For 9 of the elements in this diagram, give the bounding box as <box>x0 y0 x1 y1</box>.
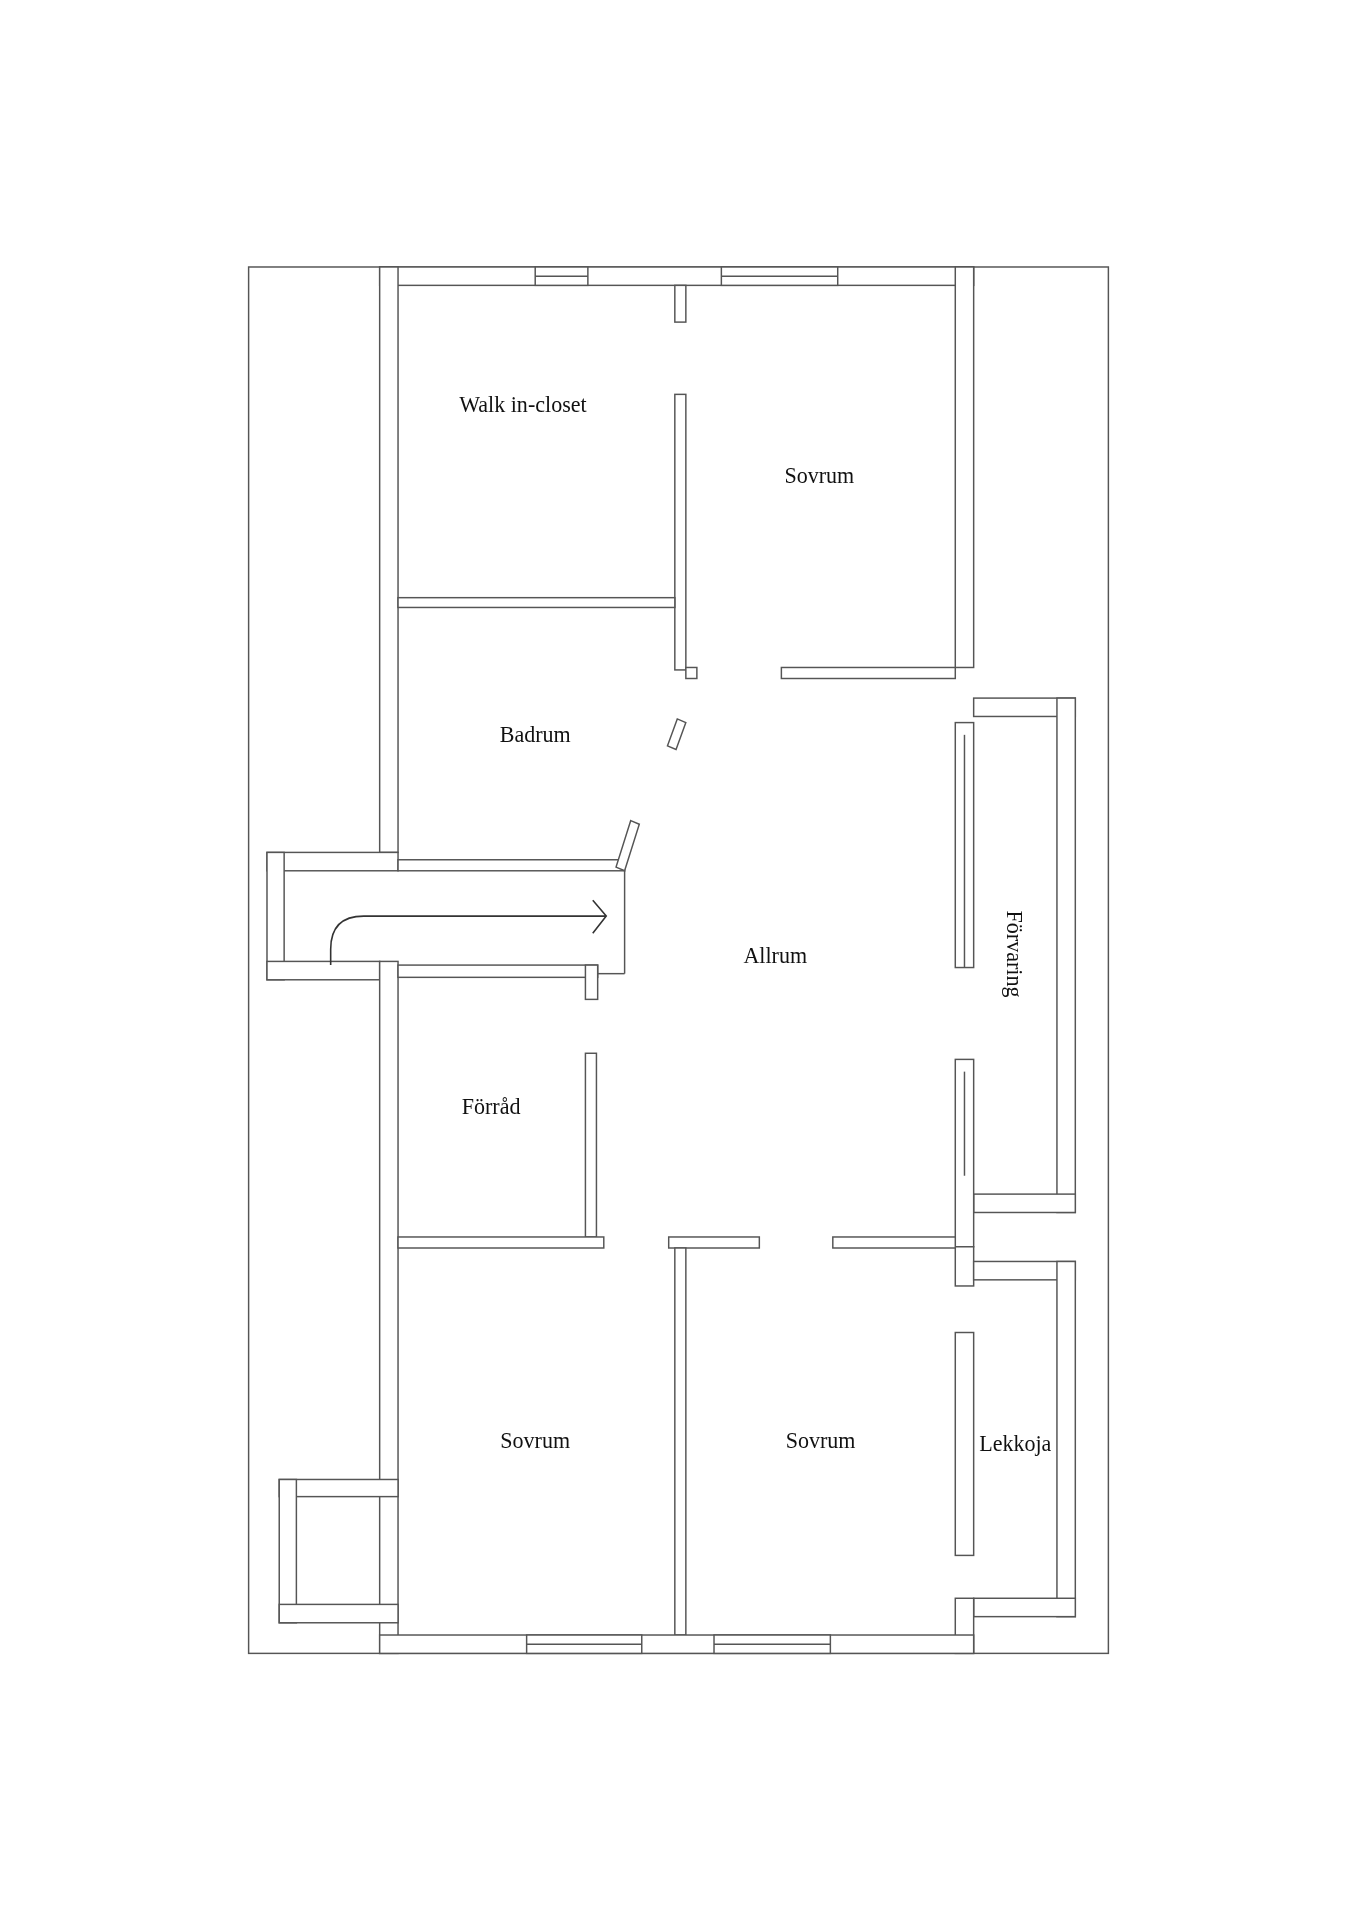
room-label: Sovrum <box>785 1428 856 1455</box>
room-label: Lekkoja <box>979 1431 1052 1457</box>
room-label: Walk in-closet <box>459 392 587 419</box>
room-label: Allrum <box>743 943 808 970</box>
room-label: Sovrum <box>784 463 855 490</box>
room-label: Badrum <box>499 722 571 748</box>
room-label: Sovrum <box>500 1428 571 1455</box>
room-label: Förvaring <box>1001 910 1027 998</box>
room-label: Förråd <box>461 1094 521 1120</box>
